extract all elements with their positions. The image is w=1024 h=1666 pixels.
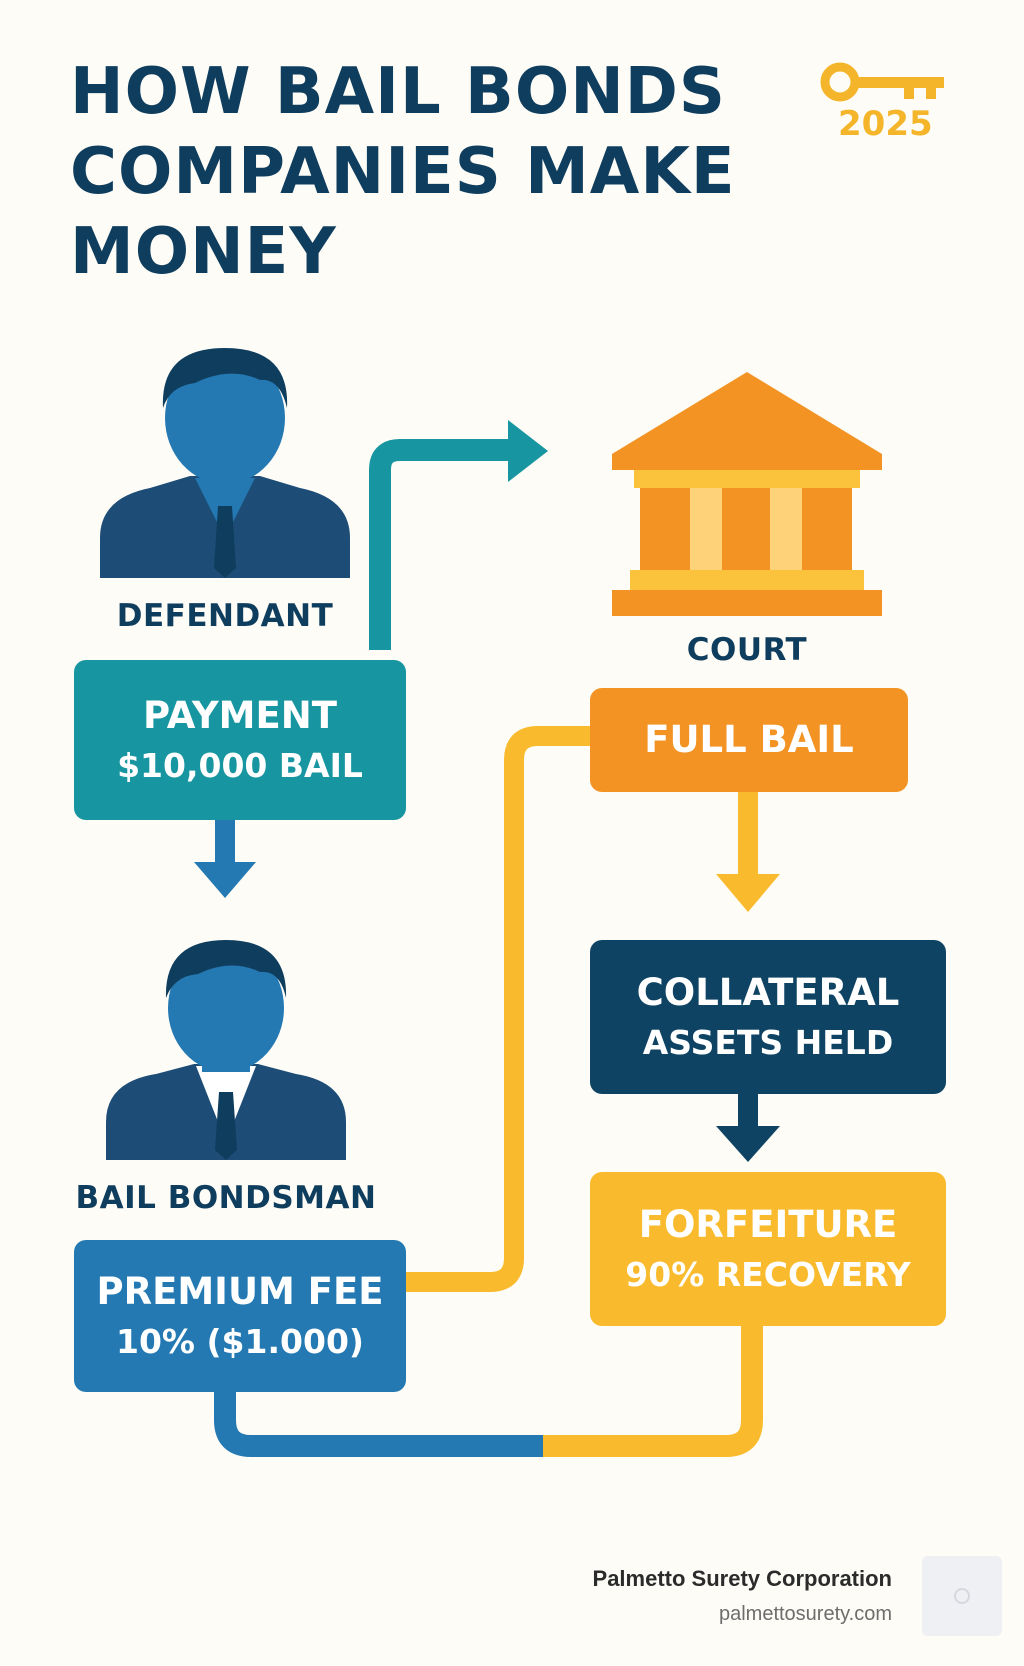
full-bail-box: FULL BAIL <box>590 688 908 792</box>
connector-fullbail-to-collateral <box>738 786 758 876</box>
connector-premium-bottom-loop <box>214 1390 545 1457</box>
arrow-to-court <box>508 420 548 482</box>
connector-collateral-to-forfeiture <box>738 1090 758 1132</box>
premium-amount: 10% ($1.000) <box>116 1322 364 1361</box>
forfeiture-detail: 90% RECOVERY <box>625 1255 911 1294</box>
bondsman-person-icon <box>106 940 346 1160</box>
collateral-title: COLLATERAL <box>636 971 900 1014</box>
connector-payment-to-court <box>369 439 520 650</box>
key-icon <box>820 62 944 102</box>
collateral-detail: ASSETS HELD <box>642 1023 894 1062</box>
bondsman-label: BAIL BONDSMAN <box>75 1180 377 1216</box>
connector-defendant-to-bondsman <box>215 808 235 868</box>
payment-amount: $10,000 BAIL <box>117 746 363 785</box>
arrow-to-bondsman <box>194 862 256 898</box>
premium-title: PREMIUM FEE <box>96 1270 384 1313</box>
defendant-label: DEFENDANT <box>116 598 334 634</box>
payment-title: PAYMENT <box>143 694 337 737</box>
connector-premium-to-fullbail <box>405 726 592 1292</box>
arrow-to-collateral <box>716 874 780 912</box>
payment-box: PAYMENT $10,000 BAIL <box>74 660 406 820</box>
footer-company: Palmetto Surety Corporation <box>592 1566 892 1591</box>
full-bail-title: FULL BAIL <box>644 718 854 761</box>
defendant-person-icon <box>100 348 350 578</box>
court-label: COURT <box>686 632 808 668</box>
courthouse-icon <box>612 372 882 616</box>
page-title: HOW BAIL BONDS COMPANIES MAKE MONEY <box>70 55 736 289</box>
premium-fee-box: PREMIUM FEE 10% ($1.000) <box>74 1240 406 1392</box>
collateral-box: COLLATERAL ASSETS HELD <box>590 940 946 1094</box>
logo-mark-icon <box>954 1588 970 1604</box>
connector-forfeiture-bottom-loop <box>543 1320 763 1457</box>
forfeiture-box: FORFEITURE 90% RECOVERY <box>590 1172 946 1326</box>
arrow-to-forfeiture <box>716 1126 780 1162</box>
year-label: 2025 <box>838 104 933 144</box>
forfeiture-title: FORFEITURE <box>638 1203 898 1246</box>
company-logo <box>922 1556 1002 1636</box>
footer-url[interactable]: palmettosurety.com <box>718 1603 892 1625</box>
